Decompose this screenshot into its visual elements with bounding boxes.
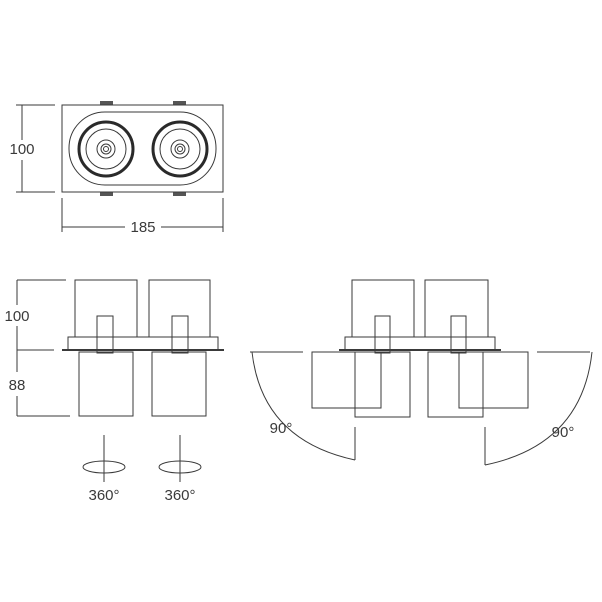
lamp-left: [77, 120, 135, 178]
rotation-icon: [82, 435, 126, 482]
bracket: [96, 315, 114, 354]
rotation-label: 360°: [164, 487, 195, 504]
tilt-label: 90°: [552, 424, 575, 441]
upper-dimension: 100: [4, 308, 29, 325]
top-view: 100 185: [9, 101, 224, 236]
tilt-view: 90° 90°: [250, 279, 593, 466]
height-dimension: 100: [9, 141, 34, 158]
bezel-outline: [68, 111, 217, 186]
dimension-lines: [16, 104, 224, 232]
bracket: [171, 315, 189, 354]
rotation-icon: [158, 435, 202, 482]
housing-outline: [61, 104, 224, 193]
width-dimension: 185: [130, 219, 155, 236]
clip-tab: [173, 192, 186, 196]
tilt-arcs: [250, 351, 593, 466]
clip-tab: [173, 101, 186, 105]
side-view: 100 88 360° 360°: [4, 279, 224, 504]
clip-tab: [100, 192, 113, 196]
lamp-right: [151, 120, 209, 178]
lower-dimension: 88: [9, 377, 26, 394]
clip-tab: [100, 101, 113, 105]
tilt-label: 90°: [270, 420, 293, 437]
dimension-lines: [16, 279, 70, 417]
rotation-label: 360°: [88, 487, 119, 504]
